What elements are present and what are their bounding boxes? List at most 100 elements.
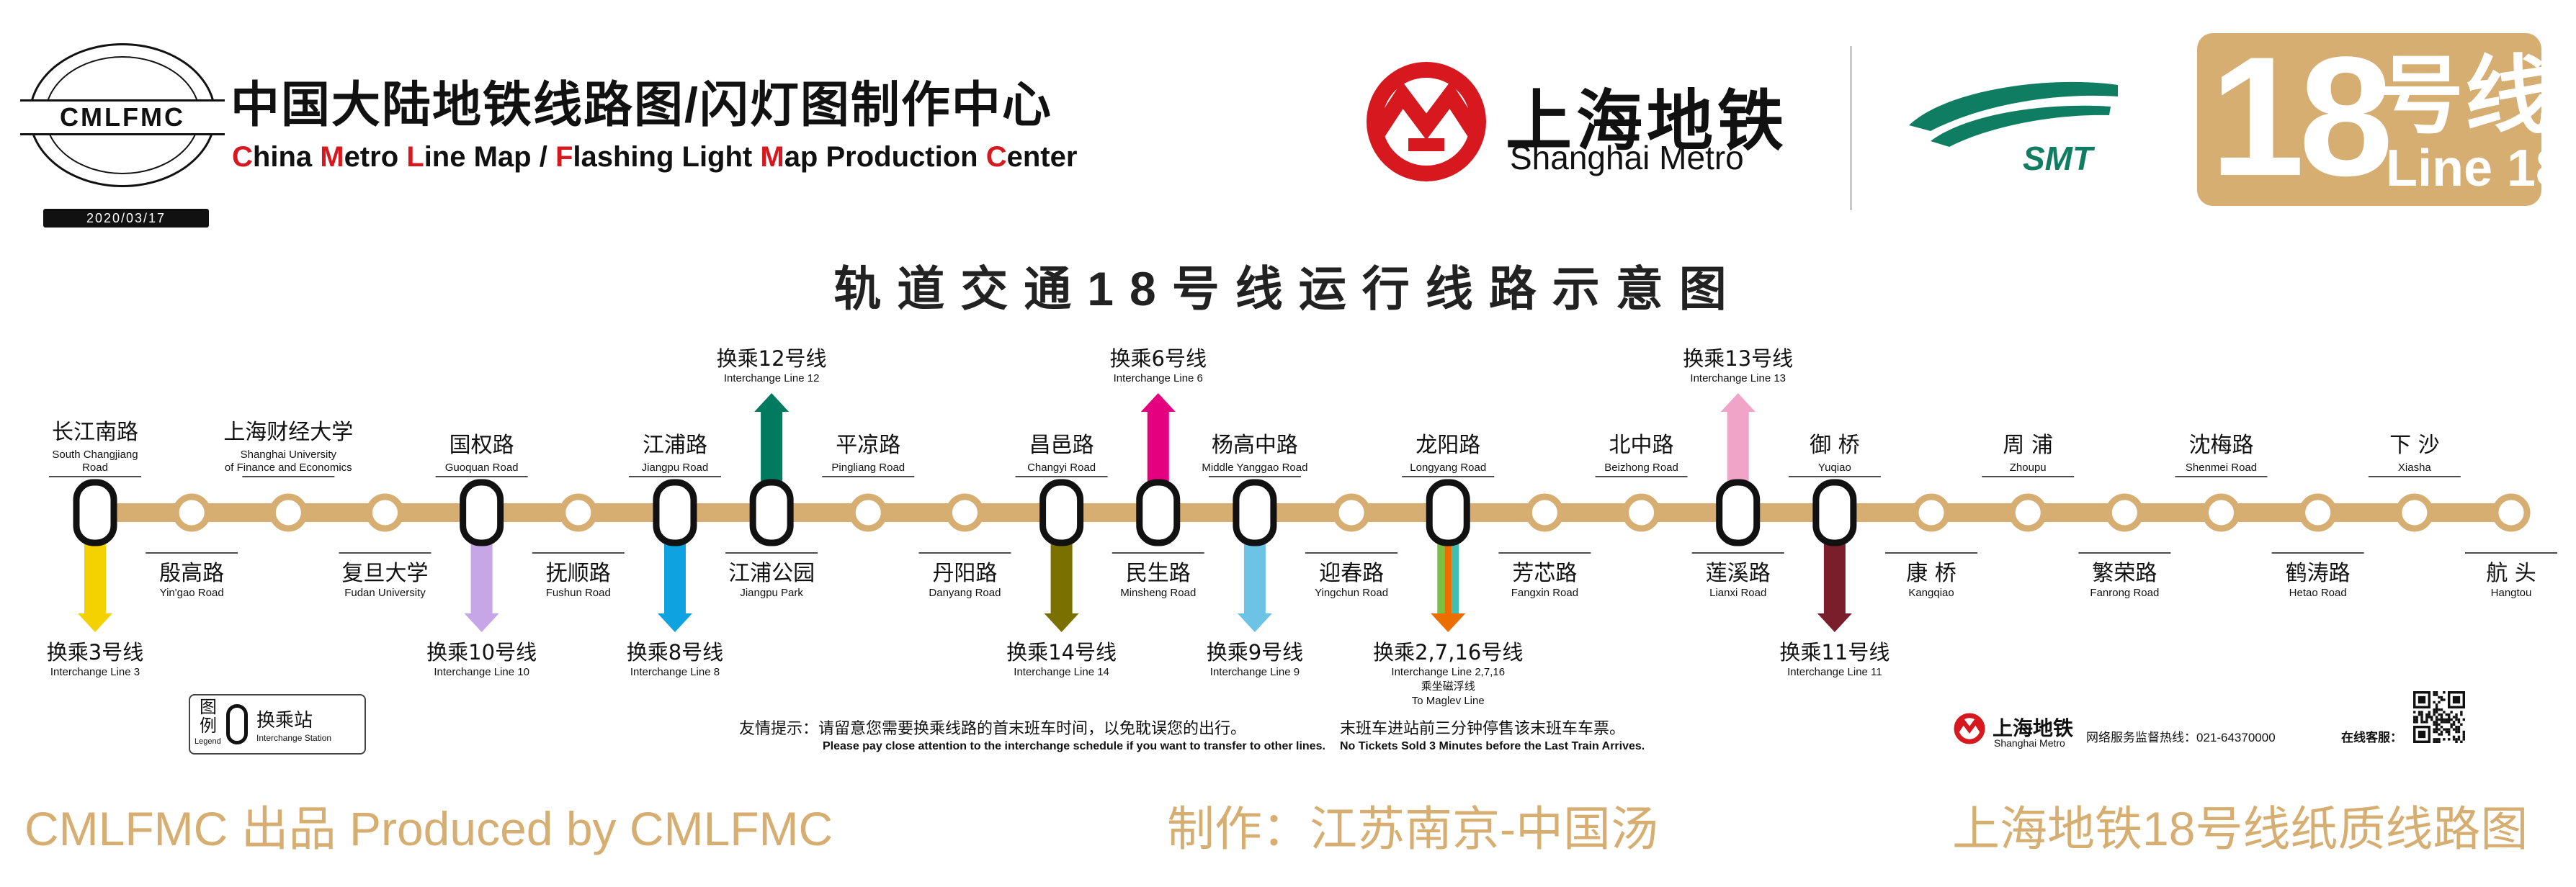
qr-module (2452, 738, 2456, 741)
station-name-cn: 航 头 (2486, 561, 2536, 586)
qr-module (2462, 718, 2465, 721)
qr-module (2450, 711, 2453, 713)
qr-module (2452, 716, 2456, 719)
qr-module (2420, 711, 2423, 713)
legend-title-en: Legend (194, 737, 221, 746)
interchange-arrow-shaft (1727, 412, 1749, 484)
qr-module (2438, 713, 2441, 716)
qr-module (2455, 718, 2458, 721)
station-name-en: Road (82, 461, 108, 474)
interchange-label-cn: 换乘8号线 (627, 640, 723, 665)
qr-module (2433, 708, 2436, 711)
header-divider (1850, 46, 1852, 210)
station-name-en: Jiangpu Park (740, 587, 803, 599)
center-title-en-part: enter (1006, 141, 1078, 173)
station-name-en: Fudan University (344, 587, 426, 599)
qr-module (2448, 738, 2451, 741)
interchange-label-cn: 换乘9号线 (1207, 640, 1303, 665)
qr-module (2445, 718, 2448, 721)
qr-module (2443, 718, 2446, 721)
line-badge-en: Line 18 (2386, 140, 2565, 197)
shanghai-metro-name-en: Shanghai Metro (1510, 139, 1744, 176)
qr-module (2460, 711, 2463, 713)
station-name-cn: 上海财经大学 (223, 420, 353, 445)
smt-logo-icon: SMT (1909, 81, 2118, 177)
interchange-station-icon (226, 704, 248, 744)
shanghai-metro-logo-icon (1367, 62, 1486, 181)
station-name-en: Yingchun Road (1315, 587, 1388, 599)
qr-module (2433, 713, 2436, 716)
interchange-label-en: Interchange Line 2,7,16 (1391, 666, 1505, 678)
qr-module (2462, 738, 2465, 741)
station-name-cn: 江浦路 (643, 433, 707, 458)
center-title-en: China Metro Line Map / Flashing Light Ma… (232, 141, 1077, 174)
interchange-station-marker (1812, 479, 1857, 546)
qr-module (2448, 713, 2451, 716)
qr-module (2433, 738, 2436, 741)
station-marker (1525, 493, 1564, 532)
interchange-station-marker (1039, 479, 1084, 546)
center-title-cn: 中国大陆地铁线路图/闪灯图制作中心 (231, 78, 1052, 132)
station-name-en: Xiasha (2398, 461, 2432, 474)
interchange-arrow-shaft (1050, 541, 1073, 613)
qr-module (2420, 716, 2423, 719)
qr-module (2455, 730, 2458, 734)
station-name-en: Hetao Road (2289, 587, 2347, 599)
qr-module (2438, 740, 2441, 743)
interchange-station-marker (460, 479, 504, 546)
station-name-en: Shenmei Road (2186, 461, 2257, 474)
qr-module (2428, 713, 2430, 716)
station-name-cn: 国权路 (450, 433, 514, 458)
qr-module (2450, 726, 2453, 729)
station-name-cn: 江浦公园 (728, 561, 815, 586)
station-name-en: Fanrong Road (2090, 587, 2159, 599)
qr-module (2457, 738, 2461, 741)
qr-module (2462, 733, 2465, 736)
qr-module (2413, 716, 2416, 719)
qr-module (2438, 733, 2441, 736)
qr-module (2440, 708, 2443, 711)
station-marker (2105, 493, 2144, 532)
qr-module (2443, 691, 2446, 694)
interchange-station-marker (1233, 479, 1277, 546)
station-name-cn: 龙阳路 (1416, 433, 1480, 458)
station-name-en: Longyang Road (1410, 461, 1486, 474)
qr-module (2462, 735, 2465, 739)
center-title-en-part: C (985, 141, 1007, 173)
line-badge-number: 18 (2210, 22, 2393, 212)
qr-module (2443, 721, 2446, 724)
qr-module (2440, 733, 2443, 736)
qr-module (2438, 718, 2441, 721)
qr-module (2445, 713, 2448, 716)
station-name-cn: 平凉路 (836, 433, 900, 458)
interchange-label-cn: 换乘14号线 (1006, 640, 1117, 665)
qr-module (2448, 733, 2451, 736)
station-name-cn: 昌邑路 (1029, 433, 1094, 458)
center-title-en-part: hina (252, 141, 321, 173)
qr-module (2435, 723, 2438, 726)
qr-module (2425, 721, 2428, 724)
qr-module (2435, 740, 2438, 743)
station-name-cn: 莲溪路 (1706, 561, 1771, 586)
qr-module (2457, 721, 2461, 724)
station-marker (945, 493, 984, 532)
qr-module (2425, 713, 2428, 716)
station-name-cn: 繁荣路 (2092, 561, 2157, 586)
center-title-en-part: etro (344, 141, 407, 173)
station-name-cn: 下 沙 (2389, 433, 2440, 458)
station-name-en: South Changjiang (52, 449, 138, 461)
station-name-en: Middle Yanggao Road (1202, 461, 1307, 474)
interchange-label-cn: 换乘3号线 (47, 640, 143, 665)
qr-module (2433, 730, 2436, 734)
station-name-cn: 复旦大学 (341, 561, 428, 586)
station-name-en: Zhoupu (2010, 461, 2047, 474)
qr-module (2438, 695, 2441, 699)
station-name-cn: 芳芯路 (1512, 561, 1577, 586)
qr-module (2435, 706, 2438, 708)
footer-producer: CMLFMC 出品 Produced by CMLFMC (24, 802, 833, 855)
qr-module (2445, 730, 2448, 734)
qr-module (2435, 730, 2438, 734)
footer-maker: 制作：江苏南京-中国汤 (1167, 802, 1658, 855)
qr-module (2423, 721, 2426, 724)
interchange-arrow-icon (1431, 613, 1466, 632)
